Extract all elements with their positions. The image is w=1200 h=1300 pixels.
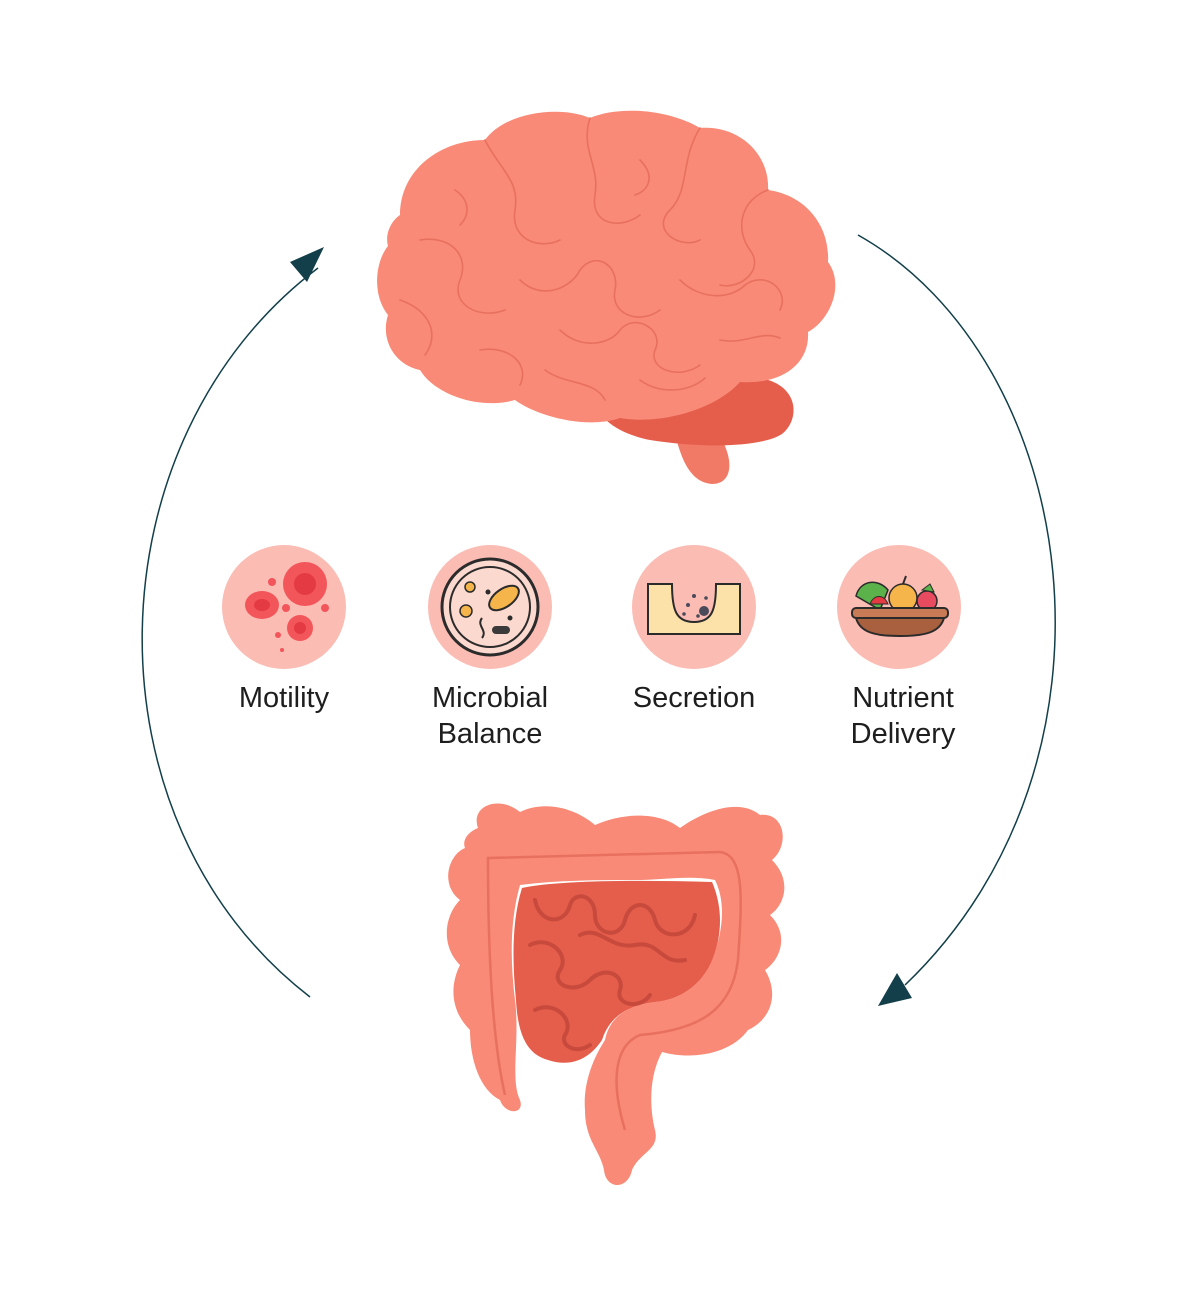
- red-blood-cells-icon: [245, 562, 329, 652]
- intestinal-gland-icon: [647, 583, 741, 635]
- brain-cerebrum: [377, 110, 836, 423]
- colon-inner-line: [486, 850, 742, 1131]
- cycle-arrows: [141, 234, 1056, 1006]
- arrow-head-left: [290, 247, 324, 282]
- label-line: Motility: [238, 682, 330, 714]
- large-intestine: [446, 803, 785, 1185]
- label-secretion: Secretion: [584, 680, 804, 716]
- label-nutrient-delivery: Nutrient Delivery: [793, 680, 1013, 752]
- petri-dish-bacteria-icon: [440, 557, 540, 657]
- arrow-head-right: [878, 973, 912, 1006]
- intestines-illustration: [446, 803, 785, 1185]
- label-line: Delivery: [850, 718, 956, 750]
- label-line: Balance: [437, 718, 543, 750]
- secretion-icon: [632, 545, 756, 669]
- brain-illustration: [377, 110, 836, 484]
- microbial-balance-icon: [428, 545, 552, 669]
- label-line: Microbial: [431, 682, 549, 714]
- label-motility: Motility: [174, 680, 394, 716]
- arrow-gut-to-brain: [141, 267, 319, 998]
- small-intestine-loops: [528, 894, 697, 1052]
- brain-folds: [399, 117, 783, 401]
- motility-icon: [222, 545, 346, 669]
- food-bowl-icon: [851, 575, 949, 638]
- nutrient-delivery-icon: [837, 545, 961, 669]
- label-microbial-balance: Microbial Balance: [380, 680, 600, 752]
- arrow-brain-to-gut: [857, 234, 1056, 986]
- label-line: Secretion: [632, 682, 756, 714]
- label-line: Nutrient: [852, 682, 954, 714]
